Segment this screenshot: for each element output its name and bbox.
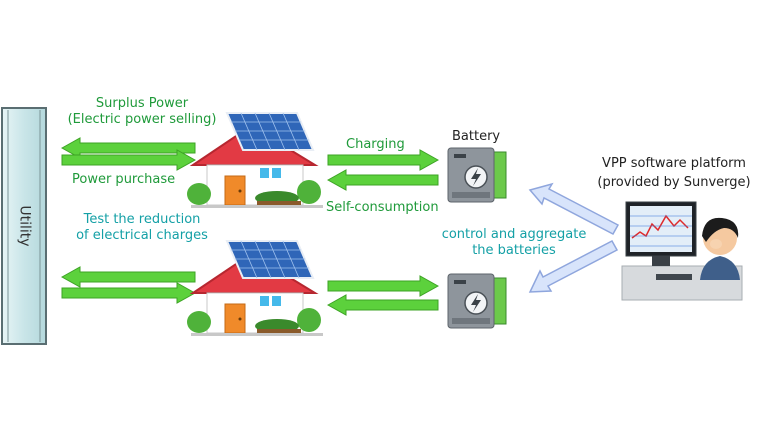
battery-arrows-top xyxy=(326,149,440,191)
self-consumption-label: Self-consumption xyxy=(326,200,439,215)
vpp-operator xyxy=(621,201,743,301)
battery-top xyxy=(447,147,507,203)
battery-bottom xyxy=(447,273,507,329)
sunverge-label: (provided by Sunverge) xyxy=(597,175,751,190)
electric-power-selling-label: (Electric power selling) xyxy=(67,112,217,127)
battery-arrows-bottom xyxy=(326,275,440,316)
surplus-power-label: Surplus Power xyxy=(95,96,189,111)
electrical-charges-label: of electrical charges xyxy=(76,228,208,243)
control-aggregate-label: control and aggregate xyxy=(441,227,587,242)
utility-label: Utility xyxy=(17,205,33,247)
the-batteries-label: the batteries xyxy=(472,243,556,258)
grid-arrows-bottom xyxy=(60,266,197,304)
vpp-platform-label: VPP software platform xyxy=(602,156,746,171)
test-reduction-label: Test the reduction xyxy=(83,212,201,227)
utility-column xyxy=(1,107,47,345)
power-purchase-label: Power purchase xyxy=(72,172,176,187)
battery-label: Battery xyxy=(452,129,501,144)
grid-arrows-top xyxy=(60,137,197,171)
house-top xyxy=(187,112,323,208)
house-bottom xyxy=(186,240,324,337)
control-arrows xyxy=(528,182,620,293)
charging-label: Charging xyxy=(346,137,405,152)
